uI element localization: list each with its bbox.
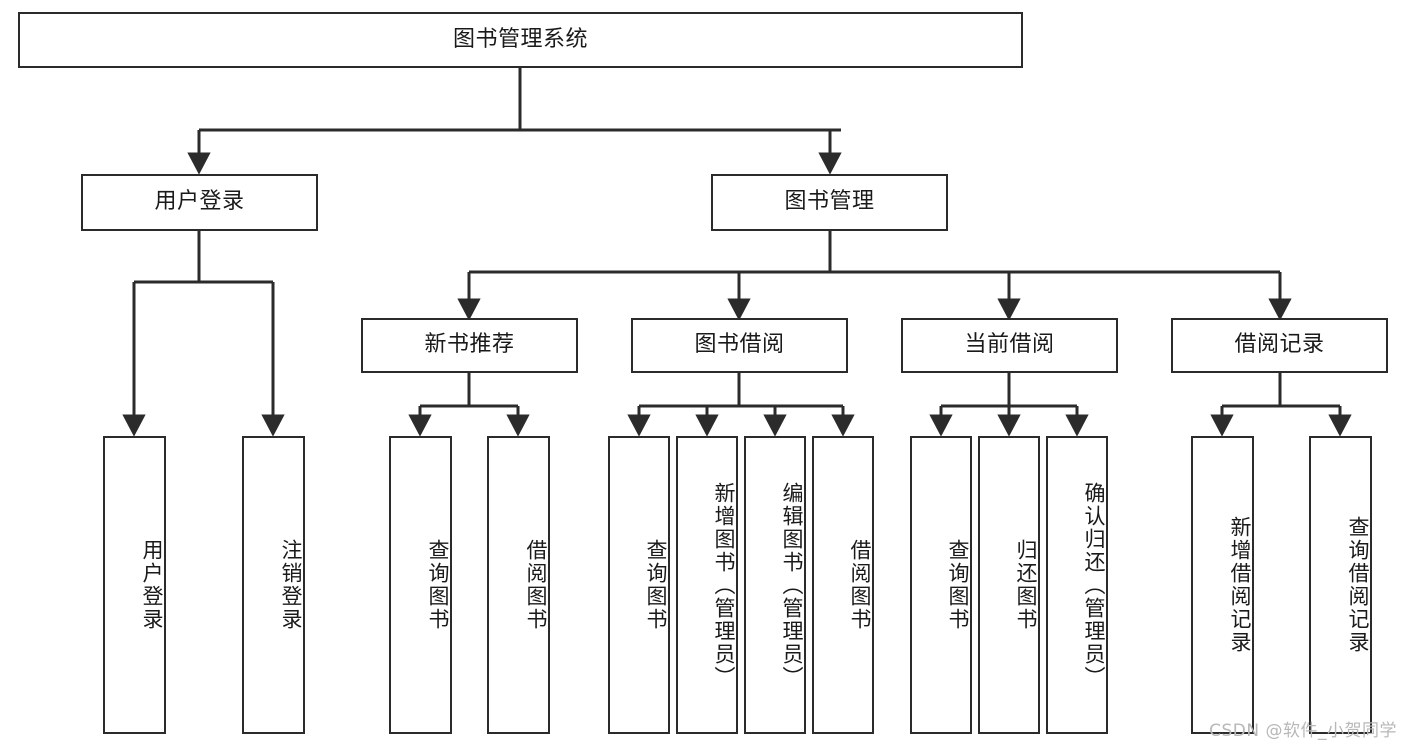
node-leaf-add-book-admin[interactable]: 新增图书（管理员）: [676, 436, 738, 734]
node-book-management[interactable]: 图书管理: [711, 174, 948, 231]
node-leaf-user-login[interactable]: 用户登录: [103, 436, 166, 734]
node-leaf-edit-book-admin[interactable]: 编辑图书（管理员）: [744, 436, 806, 734]
node-label: 用户登录: [140, 539, 164, 631]
node-label: 归还图书: [1014, 539, 1038, 631]
node-label: 编辑图书（管理员）: [780, 481, 804, 689]
node-label: 用户登录: [154, 189, 245, 215]
node-label: 借阅图书: [524, 539, 548, 631]
node-label: 图书管理: [784, 189, 875, 215]
node-label: 查询图书: [426, 539, 450, 631]
node-leaf-logout-login[interactable]: 注销登录: [242, 436, 305, 734]
node-leaf-query-book-2[interactable]: 查询图书: [608, 436, 670, 734]
node-root-book-management-system[interactable]: 图书管理系统: [18, 12, 1023, 68]
node-book-borrow[interactable]: 图书借阅: [631, 318, 848, 373]
node-label: 确认归还（管理员）: [1082, 481, 1106, 689]
node-current-borrow[interactable]: 当前借阅: [901, 318, 1118, 373]
node-label: 借阅记录: [1234, 332, 1325, 358]
node-label: 新增借阅记录: [1228, 516, 1252, 654]
node-leaf-query-book-1[interactable]: 查询图书: [389, 436, 452, 734]
node-leaf-return-book[interactable]: 归还图书: [978, 436, 1040, 734]
node-label: 注销登录: [279, 539, 303, 631]
node-leaf-confirm-return-admin[interactable]: 确认归还（管理员）: [1046, 436, 1108, 734]
node-label: 图书管理系统: [452, 26, 588, 52]
node-label: 查询借阅记录: [1346, 516, 1370, 654]
node-label: 新书推荐: [424, 332, 515, 358]
node-user-login[interactable]: 用户登录: [81, 174, 318, 231]
node-leaf-query-book-3[interactable]: 查询图书: [910, 436, 972, 734]
node-label: 图书借阅: [694, 332, 785, 358]
node-label: 查询图书: [644, 539, 668, 631]
node-borrow-record[interactable]: 借阅记录: [1171, 318, 1388, 373]
csdn-watermark: CSDN @软件_小贺同学: [1209, 721, 1397, 741]
node-new-book-recommend[interactable]: 新书推荐: [361, 318, 578, 373]
node-leaf-query-borrow-record[interactable]: 查询借阅记录: [1309, 436, 1372, 734]
node-leaf-borrow-book-1[interactable]: 借阅图书: [487, 436, 550, 734]
node-label: 新增图书（管理员）: [712, 481, 736, 689]
node-label: 借阅图书: [848, 539, 872, 631]
node-label: 当前借阅: [964, 332, 1055, 358]
node-label: 查询图书: [946, 539, 970, 631]
node-leaf-add-borrow-record[interactable]: 新增借阅记录: [1191, 436, 1254, 734]
node-leaf-borrow-book-2[interactable]: 借阅图书: [812, 436, 874, 734]
